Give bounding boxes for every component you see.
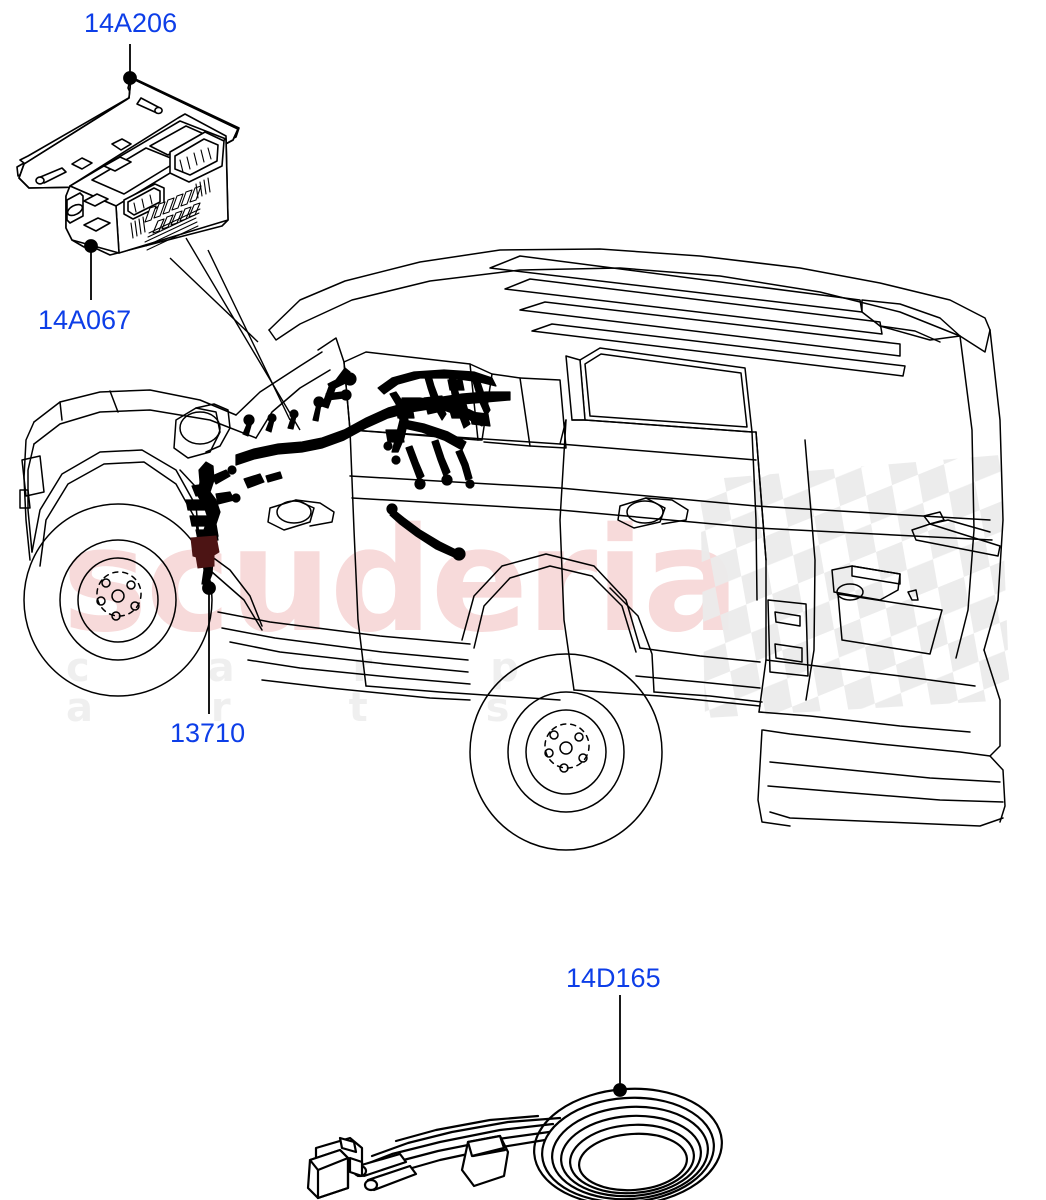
- interior-wiring-harness: [235, 367, 511, 561]
- coiled-cable-assembly: [306, 1087, 723, 1200]
- module-pointer-lines: [169, 237, 301, 431]
- callout-label-13710[interactable]: 13710: [170, 718, 246, 748]
- control-module: [65, 113, 229, 256]
- door-harness-connector: [190, 535, 220, 569]
- callout-label-14a067[interactable]: 14A067: [38, 305, 132, 335]
- callout-label-14d165[interactable]: 14D165: [566, 963, 661, 993]
- watermark-checkered-flag: [700, 455, 1010, 718]
- callout-label-14a206[interactable]: 14A206: [84, 8, 178, 38]
- leader-lines: [84, 44, 627, 1097]
